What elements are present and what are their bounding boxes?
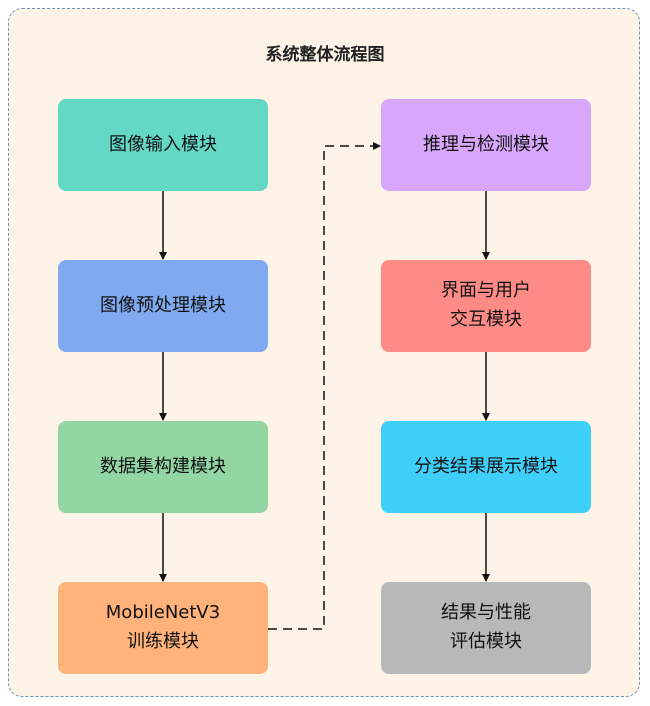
node-evaluation-label-line2: 评估模块 <box>450 631 522 652</box>
node-result-display-label: 分类结果展示模块 <box>414 455 558 477</box>
node-inference: 推理与检测模块 <box>381 99 591 191</box>
node-inference-label: 推理与检测模块 <box>423 133 549 155</box>
node-preprocess: 图像预处理模块 <box>58 260 268 352</box>
node-image-input-label: 图像输入模块 <box>109 133 217 155</box>
node-image-input: 图像输入模块 <box>58 99 268 191</box>
diagram-title: 系统整体流程图 <box>265 45 385 65</box>
node-ui: 界面与用户 交互模块 <box>381 260 591 352</box>
node-dataset-label: 数据集构建模块 <box>100 455 226 477</box>
node-ui-label-line2: 交互模块 <box>450 309 522 330</box>
node-result-display: 分类结果展示模块 <box>381 421 591 513</box>
node-training-label-line1: MobileNetV3 <box>105 602 221 624</box>
node-evaluation: 结果与性能 评估模块 <box>381 582 591 674</box>
node-preprocess-label: 图像预处理模块 <box>100 294 226 316</box>
node-dataset: 数据集构建模块 <box>58 421 268 513</box>
node-training-label-line2: 训练模块 <box>126 631 199 652</box>
node-ui-label-line1: 界面与用户 <box>441 280 531 302</box>
node-training: MobileNetV3 训练模块 <box>58 582 268 674</box>
node-evaluation-label-line1: 结果与性能 <box>441 602 531 624</box>
